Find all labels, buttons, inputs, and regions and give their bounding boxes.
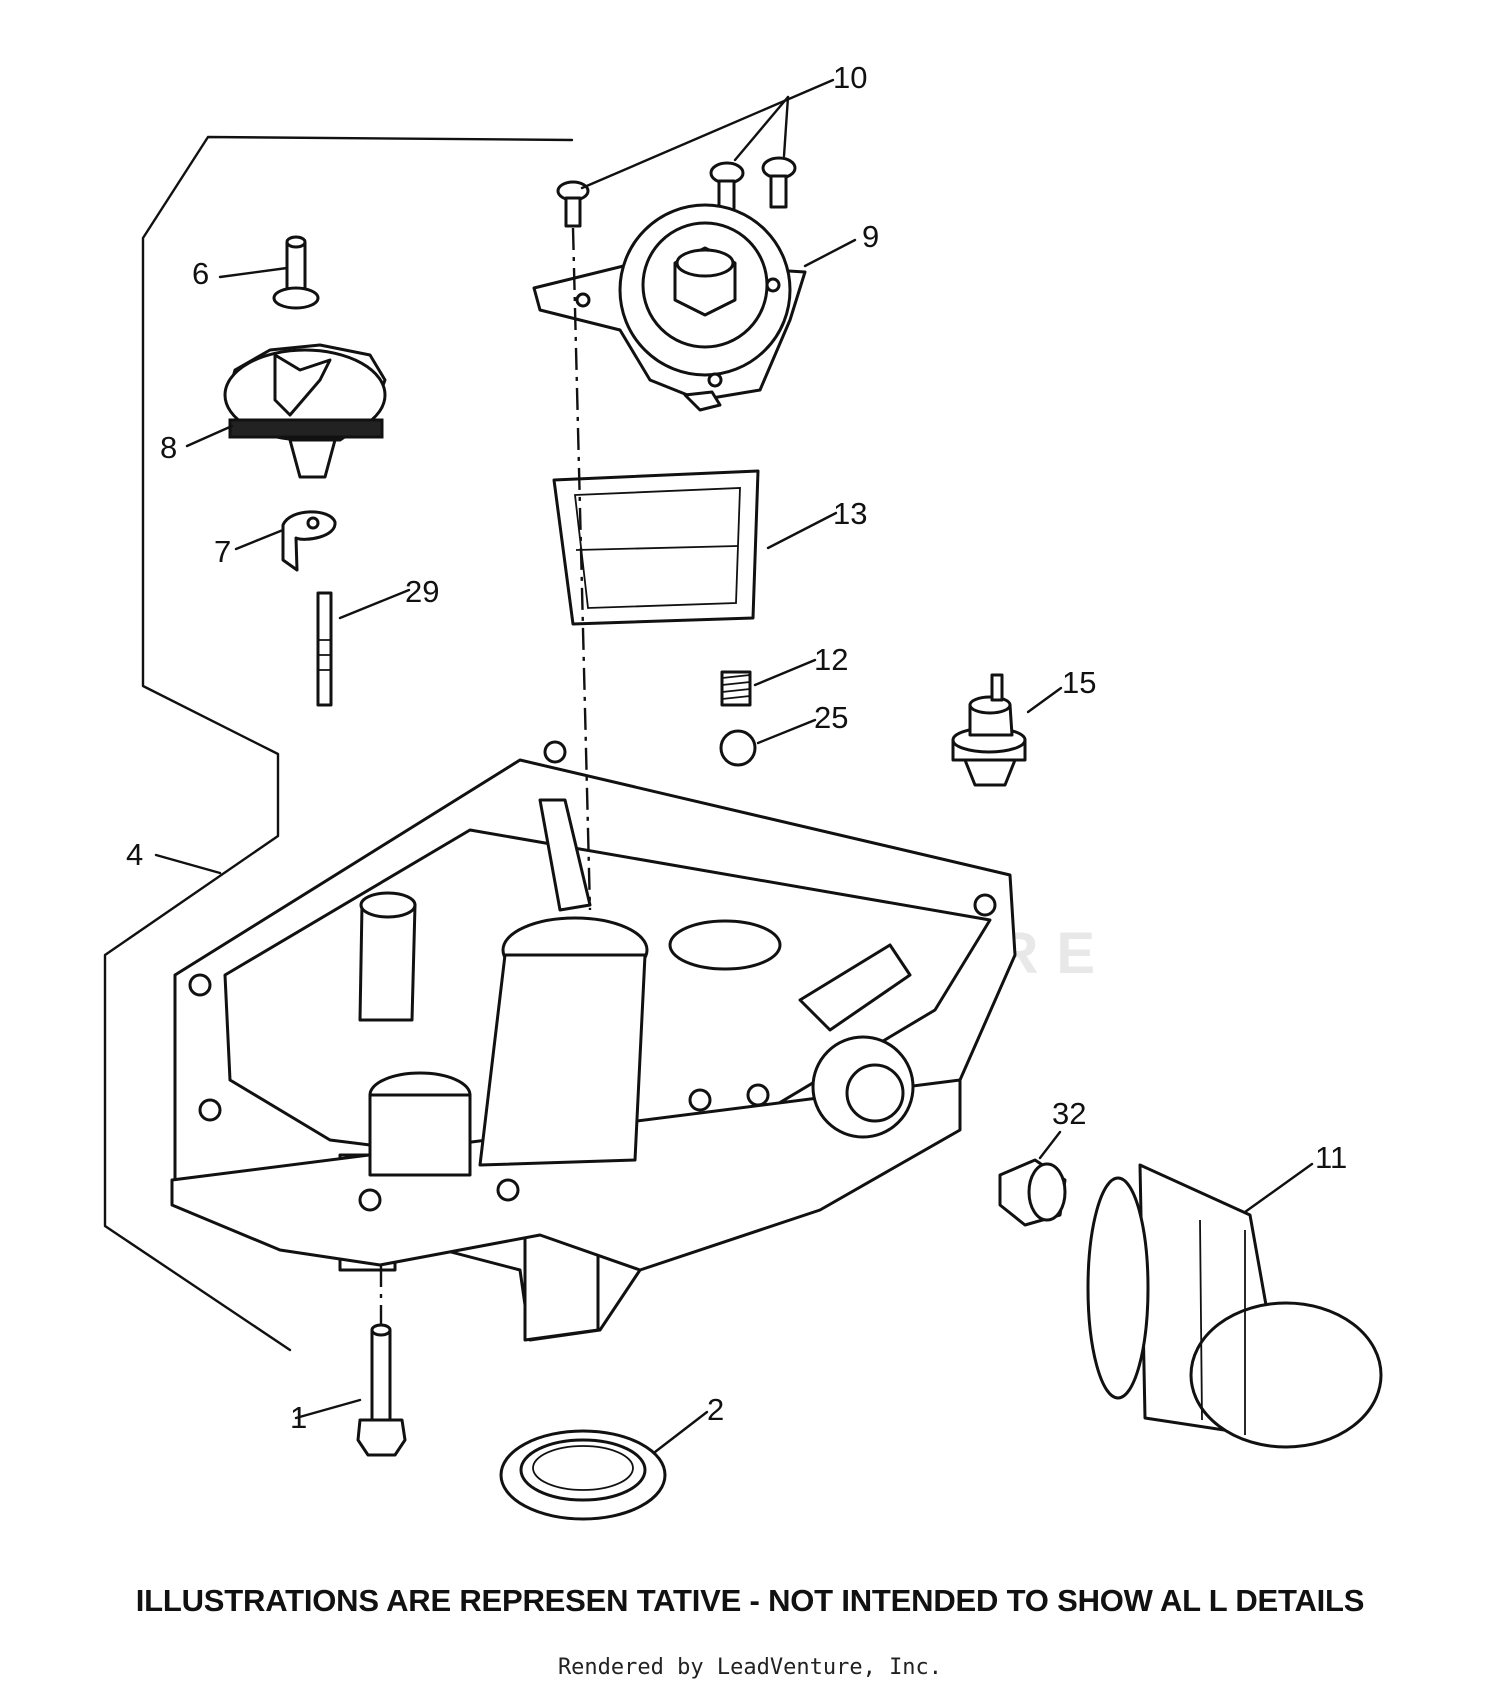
part-governor-gear	[223, 343, 387, 479]
leader-lines	[154, 78, 1314, 1454]
part-tab-washer	[281, 510, 337, 572]
group-bracket	[103, 135, 574, 1352]
part-shaft	[316, 591, 333, 707]
part-oil-pump-gear	[532, 203, 807, 412]
part-screw-left	[556, 180, 590, 228]
callout-4: 4	[126, 837, 143, 872]
disclaimer-text: ILLUSTRATIONS ARE REPRESEN TATIVE - NOT …	[135, 1583, 1365, 1618]
callout-6: 6	[192, 256, 209, 291]
callout-1: 1	[290, 1400, 307, 1435]
part-spring	[720, 670, 752, 707]
part-oil-sump	[170, 740, 1017, 1342]
callout-labels: 10 9 6 8 13 7 29 12 15 25 4 32 11 1 2	[126, 60, 1347, 1435]
part-bolt	[356, 1323, 407, 1457]
part-pin	[272, 235, 320, 310]
render-credit: Rendered by LeadVenture, Inc.	[557, 1655, 943, 1680]
part-screw-right	[761, 156, 797, 209]
callout-25: 25	[814, 700, 848, 735]
callout-29: 29	[405, 574, 439, 609]
callout-9: 9	[862, 219, 879, 254]
part-screen	[552, 469, 760, 626]
callout-15: 15	[1062, 665, 1096, 700]
callout-2: 2	[707, 1392, 724, 1427]
part-seal	[499, 1429, 667, 1521]
part-oil-pressure-switch	[951, 673, 1027, 787]
callout-11: 11	[1315, 1140, 1347, 1175]
callout-10: 10	[833, 60, 867, 95]
callout-8: 8	[160, 430, 177, 465]
callout-13: 13	[833, 496, 867, 531]
part-filter-adapter	[998, 1158, 1067, 1227]
alignment-lines	[379, 227, 592, 1325]
callout-7: 7	[214, 534, 231, 569]
part-oil-filter	[1086, 1163, 1383, 1449]
callout-32: 32	[1052, 1096, 1086, 1131]
part-ball	[719, 729, 757, 767]
part-screw-middle	[709, 161, 745, 212]
callout-12: 12	[814, 642, 848, 677]
